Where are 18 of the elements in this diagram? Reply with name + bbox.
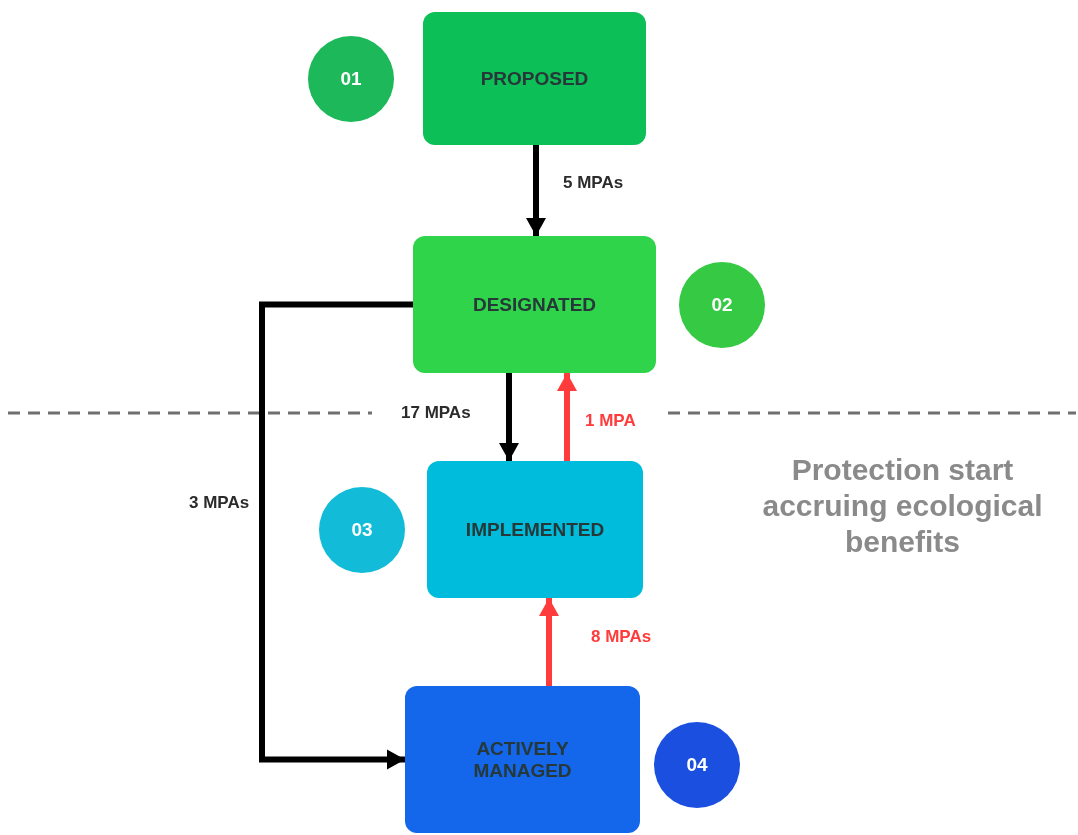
arrow (557, 373, 577, 461)
step-number: 03 (351, 519, 373, 541)
stage-box (405, 686, 640, 833)
stage-label: IMPLEMENTED (465, 518, 605, 541)
stage-label: ACTIVELY MANAGED (472, 737, 573, 782)
stage-box (423, 12, 646, 145)
stage-box (413, 236, 656, 373)
step-number: 01 (340, 68, 362, 90)
step-number: 02 (711, 294, 733, 316)
arrow (259, 301, 413, 770)
arrow (526, 145, 546, 236)
note-text: Protection start accruing ecological benefits (761, 452, 1044, 560)
arrow (499, 373, 519, 461)
stage-box (427, 461, 643, 598)
step-number: 04 (686, 754, 708, 776)
stage-label: DESIGNATED (472, 293, 597, 316)
stage-label: PROPOSED (480, 67, 589, 90)
arrow (539, 598, 559, 686)
